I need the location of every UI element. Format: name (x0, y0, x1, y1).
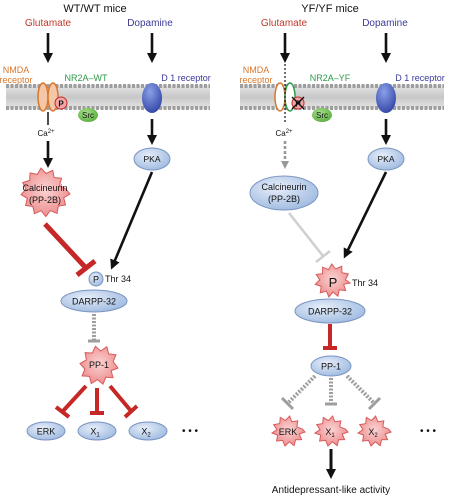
yf-darpp-label: DARPP-32 (308, 307, 352, 317)
yf-calcineurin-label-1: Calcineurin (261, 182, 306, 192)
wt-panel: WT/WT mice Glutamate Dopamine NMDA recep… (0, 3, 211, 441)
wt-pp1-erk-inhibition-bar (54, 405, 71, 419)
yf-ca-label: Ca2+ (275, 129, 293, 138)
wt-nmda-label-1: NMDA (3, 65, 30, 75)
wt-nmda-label-2: receptor (0, 75, 33, 85)
wt-x2-node (128, 421, 168, 441)
yf-nmda-label-1: NMDA (243, 65, 270, 75)
yf-erk-node (270, 415, 306, 447)
wt-membrane (6, 84, 210, 110)
yf-pka-node (367, 147, 405, 171)
wt-calcineurin-label-1: Calcineurin (22, 183, 67, 193)
wt-pp1-node (79, 345, 119, 386)
wt-calcineurin-node (20, 167, 71, 218)
yf-nr2a-label: NR2A–YF (310, 73, 351, 83)
wt-calcineurin-inhibition (43, 222, 88, 270)
yf-darpp-phospho-p: P (329, 275, 338, 290)
wt-x1-label: X1 (90, 427, 100, 439)
yf-ellipsis: • • • (420, 426, 437, 437)
yf-pp1-erk-inhibition (286, 374, 317, 405)
wt-nr2a-label: NR2A–WT (64, 73, 108, 83)
yf-erk-label: ERK (279, 427, 298, 437)
wt-darpp-phospho (88, 271, 104, 287)
yf-src-label: Src (316, 111, 328, 120)
wt-dopamine-label: Dopamine (127, 18, 173, 29)
wt-phospho-badge (54, 96, 68, 110)
yf-calcineurin-label-2: (PP-2B) (268, 194, 300, 204)
yf-pp1-erk-inhibition-bar (280, 396, 295, 411)
wt-glutamate-label: Glutamate (25, 18, 72, 29)
wt-pka-label: PKA (143, 154, 160, 164)
yf-x2-node (356, 415, 392, 447)
yf-outcome-label: Antidepressant-like activity (272, 485, 390, 496)
wt-x2-label: X2 (141, 427, 151, 439)
yf-glutamate-label: Glutamate (261, 18, 308, 29)
wt-erk-label: ERK (37, 427, 56, 437)
yf-d1-label: D 1 receptor (395, 73, 445, 83)
wt-src-node (78, 108, 98, 122)
wt-ca-label: Ca2+ (37, 129, 55, 138)
yf-pp1-node (310, 355, 352, 377)
yf-calcineurin-inhibition-bar (315, 250, 331, 263)
wt-pka-node (133, 147, 171, 171)
wt-darpp-label: DARPP-32 (72, 297, 116, 307)
yf-darpp-node (294, 298, 366, 324)
wt-d1-label: D 1 receptor (161, 73, 211, 83)
wt-erk-node (26, 421, 66, 441)
yf-nmda-label-2: receptor (239, 75, 272, 85)
yf-x2-label: X2 (368, 427, 378, 439)
yf-pka-to-darpp-arrow (343, 171, 388, 259)
yf-pp1-x2-inhibition (345, 374, 376, 405)
yf-src-node (312, 108, 332, 122)
yf-membrane (240, 84, 444, 110)
yf-thr-label: Thr 34 (352, 278, 378, 288)
wt-calcineurin-inhibition-bar (75, 259, 97, 277)
wt-darpp-node (60, 289, 128, 313)
yf-panel-title: YF/YF mice (301, 3, 358, 15)
wt-ellipsis: • • • (182, 426, 199, 437)
wt-x1-node (77, 421, 117, 441)
yf-calcineurin-node (249, 175, 319, 211)
wt-pp1-x2-inhibition-bar (123, 404, 139, 419)
wt-panel-title: WT/WT mice (63, 3, 126, 15)
wt-pp1-x2-inhibition (108, 384, 133, 413)
yf-calcineurin-inhibition (288, 212, 324, 257)
wt-phospho-p: P (58, 100, 64, 109)
yf-panel: YF/YF mice Glutamate Dopamine NMDA recep… (239, 3, 444, 496)
wt-thr-label: Thr 34 (105, 274, 131, 284)
yf-dopamine-label: Dopamine (362, 18, 408, 29)
wt-darpp-phospho-p: P (93, 275, 99, 285)
yf-pp1-x2-inhibition-bar (367, 396, 382, 411)
yf-phospho-cross-2 (291, 96, 305, 110)
wt-src-label: Src (82, 111, 94, 120)
wt-pp1-label: PP-1 (89, 360, 109, 370)
wt-pka-to-darpp-arrow (110, 171, 154, 270)
yf-d1-receptor (376, 83, 396, 113)
yf-x1-label: X1 (325, 427, 335, 439)
wt-calcineurin-label-2: (PP-2B) (29, 195, 61, 205)
wt-pp1-erk-inhibition (61, 384, 88, 413)
yf-x1-node (313, 415, 349, 447)
yf-pp1-label: PP-1 (321, 362, 341, 372)
yf-pka-label: PKA (377, 154, 394, 164)
yf-darpp-phospho (314, 263, 352, 298)
wt-d1-receptor (142, 83, 162, 113)
